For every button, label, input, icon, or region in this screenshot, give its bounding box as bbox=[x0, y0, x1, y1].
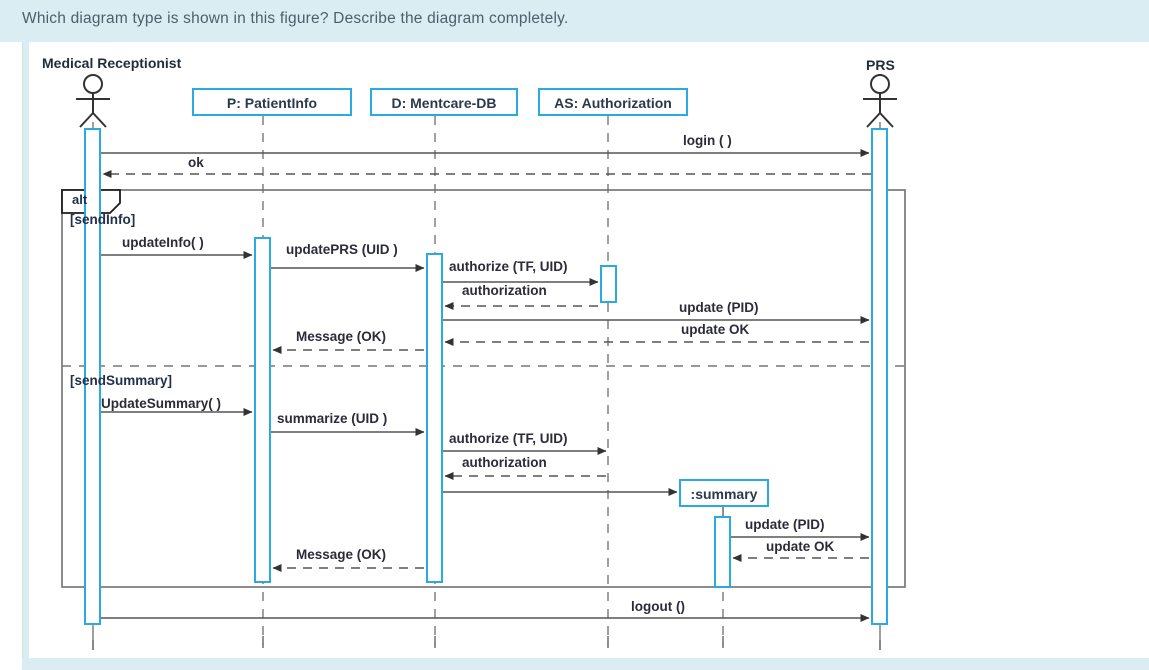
msg-label-authorization-1: authorization bbox=[462, 283, 547, 298]
activation-prs[interactable] bbox=[871, 128, 888, 625]
guard-sendinfo: [sendInfo] bbox=[70, 212, 136, 227]
lifeline-dashes bbox=[262, 116, 724, 645]
lifeline-head-mentcare-db[interactable]: D: Mentcare-DB bbox=[370, 88, 518, 116]
msg-label-summarize: summarize (UID ) bbox=[277, 411, 388, 426]
activation-medical-receptionist[interactable] bbox=[84, 128, 101, 625]
actor-icon-medical-receptionist bbox=[76, 74, 110, 128]
alt-operator-label: alt bbox=[72, 192, 88, 207]
actor-lifeline-solid bbox=[92, 122, 881, 650]
msg-label-message-ok-2: Message (OK) bbox=[296, 547, 387, 562]
activation-authorization-1[interactable] bbox=[600, 265, 617, 303]
msg-label-update-pid-2: update (PID) bbox=[745, 517, 825, 532]
msg-label-authorize-1: authorize (TF, UID) bbox=[449, 259, 568, 274]
figure-bottom-rail bbox=[22, 658, 1149, 670]
msg-label-ok: ok bbox=[188, 155, 204, 170]
activation-summary[interactable] bbox=[714, 516, 731, 588]
actor-label-prs: PRS bbox=[866, 57, 895, 73]
msg-label-message-ok-1: Message (OK) bbox=[296, 329, 387, 344]
msg-label-login: login ( ) bbox=[683, 133, 732, 148]
msg-label-updateprs: updatePRS (UID ) bbox=[286, 242, 398, 257]
call-message-arrows bbox=[93, 149, 870, 622]
msg-label-authorization-2: authorization bbox=[462, 455, 547, 470]
actor-icon-prs bbox=[863, 74, 897, 128]
msg-label-update-ok-1: update OK bbox=[681, 322, 750, 337]
msg-label-logout: logout () bbox=[631, 599, 685, 614]
lifeline-head-authorization[interactable]: AS: Authorization bbox=[538, 88, 688, 116]
question-text: Which diagram type is shown in this figu… bbox=[22, 10, 569, 27]
lifeline-head-patientinfo[interactable]: P: PatientInfo bbox=[192, 88, 352, 116]
lifeline-head-summary[interactable]: :summary bbox=[679, 479, 769, 507]
actor-label-medical-receptionist: Medical Receptionist bbox=[42, 55, 182, 71]
question-banner: Which diagram type is shown in this figu… bbox=[0, 0, 1149, 42]
figure-left-rail bbox=[23, 42, 29, 658]
activation-patientinfo[interactable] bbox=[254, 237, 271, 583]
msg-label-authorize-2: authorize (TF, UID) bbox=[449, 431, 568, 446]
lifeline-feet bbox=[92, 636, 881, 650]
msg-label-updatesummary: UpdateSummary( ) bbox=[101, 396, 222, 411]
guard-sendsummary: [sendSummary] bbox=[70, 373, 173, 388]
msg-label-updateinfo: updateInfo( ) bbox=[122, 235, 204, 250]
figure-frame bbox=[22, 42, 1149, 658]
msg-label-update-ok-2: update OK bbox=[766, 539, 835, 554]
return-message-arrows bbox=[102, 170, 871, 572]
msg-label-update-pid-1: update (PID) bbox=[679, 300, 759, 315]
activation-mentcare-db[interactable] bbox=[426, 253, 443, 583]
